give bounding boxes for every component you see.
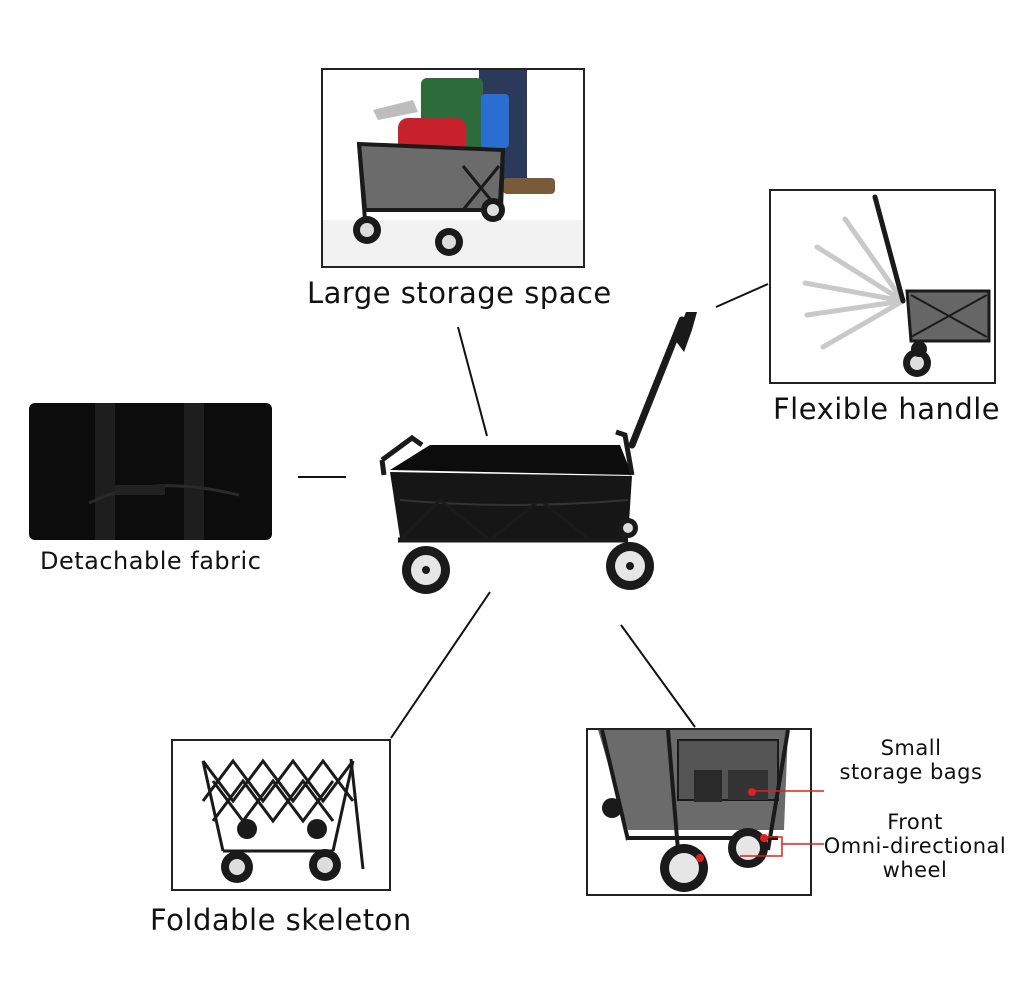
- fabric-label: Detachable fabric: [40, 547, 262, 575]
- skeleton-label: Foldable skeleton: [150, 903, 412, 937]
- callout-lines: [740, 790, 824, 857]
- handle-photo-frame: [769, 189, 996, 384]
- bags-label: Small storage bags: [826, 736, 996, 784]
- connector-bags: [620, 624, 696, 728]
- bags-wheel-photo-frame: [586, 728, 812, 896]
- connector-skeleton: [390, 591, 491, 739]
- skeleton-photo-frame: [171, 739, 391, 891]
- bags-wheel-photo: [598, 730, 790, 892]
- wheel-label-line1: Front: [887, 810, 943, 834]
- connector-storage: [457, 326, 488, 437]
- main-wagon-image: [379, 312, 697, 594]
- fabric-photo: [29, 403, 272, 540]
- handle-photo: [802, 194, 991, 377]
- handle-label: Flexible handle: [773, 392, 1001, 426]
- storage-label: Large storage space: [307, 276, 612, 310]
- wheel-label: Front Omni-directional wheel: [820, 810, 1010, 882]
- skeleton-photo: [201, 758, 365, 883]
- wheel-label-line3: wheel: [882, 858, 948, 882]
- bags-label-line2: storage bags: [839, 760, 983, 784]
- storage-photo: [323, 70, 583, 266]
- bags-label-line1: Small: [880, 736, 942, 760]
- storage-photo-frame: [321, 68, 585, 268]
- connector-handle: [715, 283, 769, 308]
- wheel-label-line2: Omni-directional: [823, 834, 1007, 858]
